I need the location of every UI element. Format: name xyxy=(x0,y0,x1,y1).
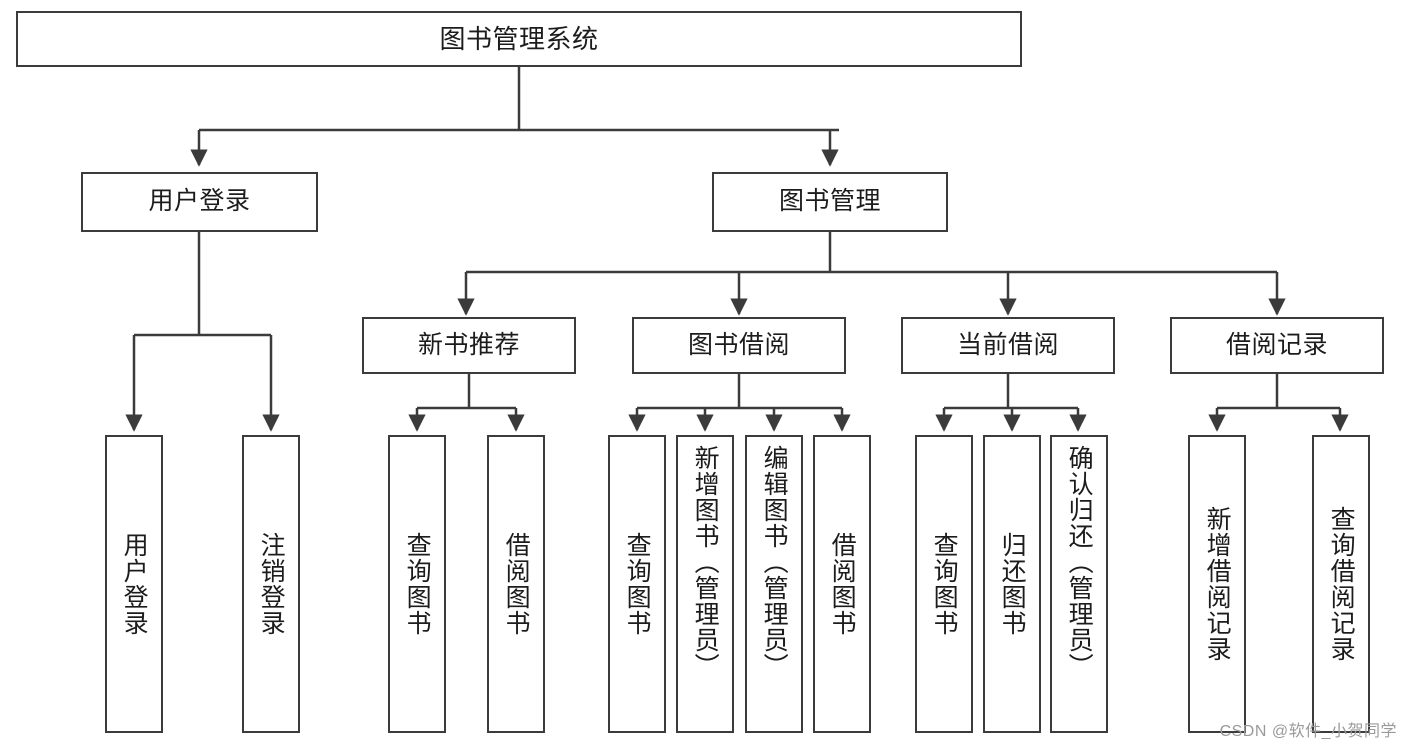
node-label: 确认归还（管理员） xyxy=(1065,445,1094,679)
node-book-borrow[interactable]: 图书借阅 xyxy=(632,317,846,374)
node-label: 新增借阅记录 xyxy=(1203,506,1232,662)
leaf-bb-borrow-book[interactable]: 借阅图书 xyxy=(813,435,871,733)
leaf-user-login[interactable]: 用户登录 xyxy=(105,435,163,733)
node-label: 图书管理系统 xyxy=(439,23,599,54)
node-label: 借阅图书 xyxy=(502,532,531,636)
leaf-user-logout[interactable]: 注销登录 xyxy=(242,435,300,733)
node-label: 图书借阅 xyxy=(687,330,790,359)
watermark-text: CSDN @软件_小贺同学 xyxy=(1219,723,1397,740)
node-label: 借阅记录 xyxy=(1225,330,1328,359)
leaf-rec-borrow-book[interactable]: 借阅图书 xyxy=(487,435,545,733)
node-label: 归还图书 xyxy=(998,532,1027,636)
leaf-bb-query-book[interactable]: 查询图书 xyxy=(608,435,666,733)
node-label: 借阅图书 xyxy=(828,532,857,636)
node-user-login[interactable]: 用户登录 xyxy=(81,172,318,232)
node-label: 查询图书 xyxy=(403,532,432,636)
leaf-bb-edit-book-admin[interactable]: 编辑图书（管理员） xyxy=(745,435,803,733)
node-label: 查询图书 xyxy=(930,532,959,636)
node-label: 注销登录 xyxy=(257,532,286,636)
node-root-system[interactable]: 图书管理系统 xyxy=(16,11,1022,67)
node-current-borrow[interactable]: 当前借阅 xyxy=(901,317,1115,374)
node-label: 查询借阅记录 xyxy=(1327,506,1356,662)
leaf-bb-add-book-admin[interactable]: 新增图书（管理员） xyxy=(676,435,734,733)
node-book-management[interactable]: 图书管理 xyxy=(712,172,948,232)
leaf-cb-confirm-return-admin[interactable]: 确认归还（管理员） xyxy=(1050,435,1108,733)
node-new-book-recommend[interactable]: 新书推荐 xyxy=(362,317,576,374)
node-label: 查询图书 xyxy=(623,532,652,636)
node-label: 用户登录 xyxy=(148,187,251,216)
leaf-rec-query-book[interactable]: 查询图书 xyxy=(388,435,446,733)
node-label: 图书管理 xyxy=(778,187,881,216)
node-label: 当前借阅 xyxy=(956,330,1059,359)
node-label: 新增图书（管理员） xyxy=(691,445,720,679)
leaf-cb-return-book[interactable]: 归还图书 xyxy=(983,435,1041,733)
leaf-br-query-record[interactable]: 查询借阅记录 xyxy=(1312,435,1370,733)
node-label: 用户登录 xyxy=(120,532,149,636)
node-borrow-record[interactable]: 借阅记录 xyxy=(1170,317,1384,374)
leaf-cb-query-book[interactable]: 查询图书 xyxy=(915,435,973,733)
node-label: 新书推荐 xyxy=(417,330,520,359)
node-label: 编辑图书（管理员） xyxy=(760,445,789,679)
leaf-br-add-record[interactable]: 新增借阅记录 xyxy=(1188,435,1246,733)
